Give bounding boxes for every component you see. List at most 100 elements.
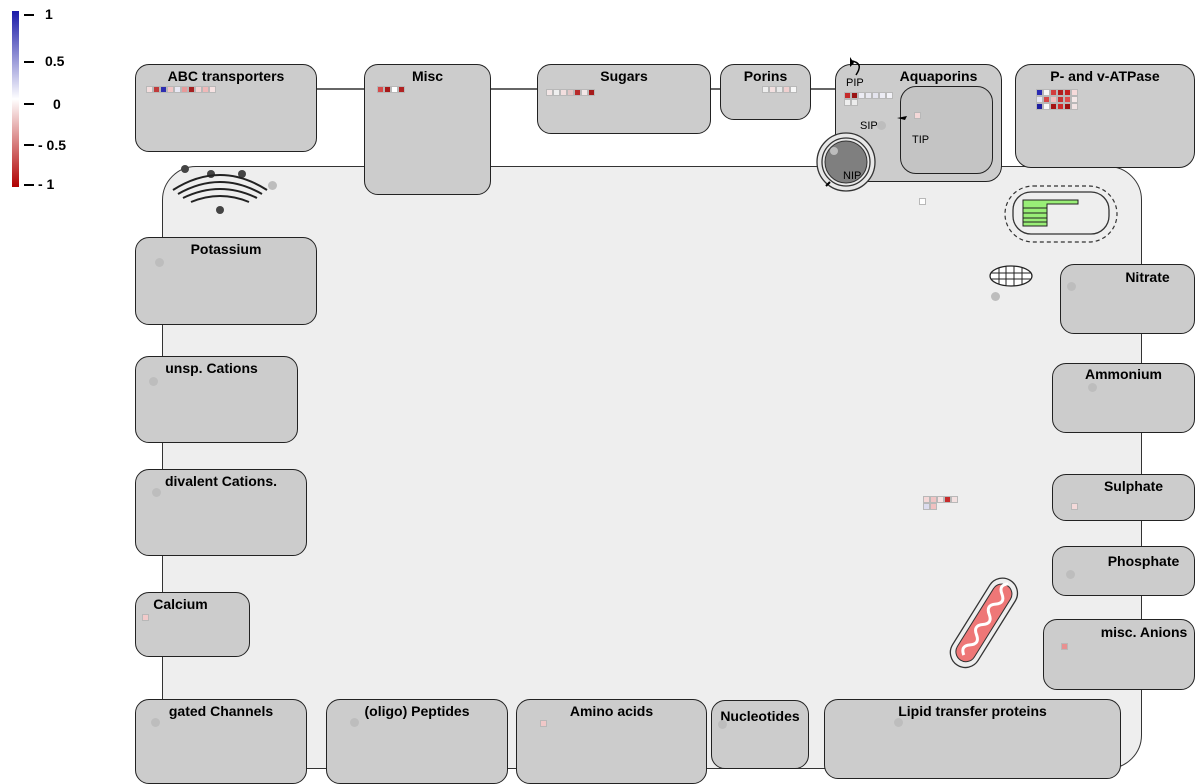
bin-sugars[interactable]: Sugars xyxy=(537,64,711,134)
tip-compartment[interactable] xyxy=(900,86,993,174)
heat-square[interactable] xyxy=(574,89,581,96)
heat-square[interactable] xyxy=(769,86,776,93)
heat-square[interactable] xyxy=(142,614,149,621)
heat-square[interactable] xyxy=(944,496,951,503)
heat-square[interactable] xyxy=(923,496,930,503)
heat-square[interactable] xyxy=(930,503,937,510)
bin-potassium[interactable]: Potassium xyxy=(135,237,317,325)
heat-square[interactable] xyxy=(560,89,567,96)
heat-square[interactable] xyxy=(851,92,858,99)
heat-square[interactable] xyxy=(1064,103,1071,110)
heat-square[interactable] xyxy=(1043,89,1050,96)
bin-p-and-v-atpase[interactable]: P- and v-ATPase xyxy=(1015,64,1195,168)
heat-square[interactable] xyxy=(1057,103,1064,110)
heat-square[interactable] xyxy=(1071,89,1078,96)
heat-square[interactable] xyxy=(188,86,195,93)
mitochondrion-icon[interactable] xyxy=(942,580,1032,680)
heat-square[interactable] xyxy=(844,99,851,106)
bin-lipid-transfer-proteins[interactable]: Lipid transfer proteins xyxy=(824,699,1121,779)
heat-square[interactable] xyxy=(886,92,893,99)
heat-square[interactable] xyxy=(1036,96,1043,103)
heat-square[interactable] xyxy=(951,496,958,503)
heat-square[interactable] xyxy=(776,86,783,93)
heat-square[interactable] xyxy=(1057,96,1064,103)
bin-abc-transporters[interactable]: ABC transporters xyxy=(135,64,317,152)
heat-square[interactable] xyxy=(202,86,209,93)
heat-square[interactable] xyxy=(844,92,851,99)
heat-square[interactable] xyxy=(1050,103,1057,110)
heat-square[interactable] xyxy=(1043,103,1050,110)
gray-dot xyxy=(1088,383,1097,392)
sip-dot xyxy=(877,121,886,130)
bin-title: gated Channels xyxy=(136,703,306,719)
bin-oligo-peptides[interactable]: (oligo) Peptides xyxy=(326,699,508,784)
bin-title: Lipid transfer proteins xyxy=(825,703,1120,719)
heat-square[interactable] xyxy=(1057,89,1064,96)
heat-square[interactable] xyxy=(762,86,769,93)
heat-square[interactable] xyxy=(581,89,588,96)
bin-misc-anions[interactable]: misc. Anions xyxy=(1043,619,1195,690)
heat-square[interactable] xyxy=(790,86,797,93)
heat-square[interactable] xyxy=(398,86,405,93)
heat-square[interactable] xyxy=(1050,96,1057,103)
heat-square[interactable] xyxy=(930,496,937,503)
heat-square[interactable] xyxy=(153,86,160,93)
heat-square[interactable] xyxy=(1064,89,1071,96)
bin-amino-acids[interactable]: Amino acids xyxy=(516,699,707,784)
bin-gated-channels[interactable]: gated Channels xyxy=(135,699,307,784)
gray-dot xyxy=(894,718,903,727)
bin-title: Nitrate xyxy=(1101,269,1194,285)
chloroplast-icon[interactable] xyxy=(1003,184,1123,244)
bin-nucleotides[interactable]: Nucleotides xyxy=(711,700,809,769)
heat-square[interactable] xyxy=(919,198,926,205)
bin-divalent-cations[interactable]: divalent Cations. xyxy=(135,469,307,556)
bin-sulphate[interactable]: Sulphate xyxy=(1052,474,1195,521)
heat-square[interactable] xyxy=(872,92,879,99)
aquaporin-arrow-icon xyxy=(842,53,882,93)
heat-square[interactable] xyxy=(1071,96,1078,103)
heat-square[interactable] xyxy=(851,99,858,106)
bin-calcium[interactable]: Calcium xyxy=(135,592,250,657)
heat-square[interactable] xyxy=(546,89,553,96)
heat-square[interactable] xyxy=(174,86,181,93)
bin-ammonium[interactable]: Ammonium xyxy=(1052,363,1195,433)
heat-square[interactable] xyxy=(195,86,202,93)
heat-square[interactable] xyxy=(783,86,790,93)
heat-square[interactable] xyxy=(567,89,574,96)
heat-square[interactable] xyxy=(1071,103,1078,110)
bin-unsp-cations[interactable]: unsp. Cations xyxy=(135,356,298,443)
heat-square[interactable] xyxy=(540,720,547,727)
peroxisome-icon[interactable] xyxy=(987,264,1037,294)
heat-square[interactable] xyxy=(1050,89,1057,96)
heat-square[interactable] xyxy=(391,86,398,93)
heat-square[interactable] xyxy=(384,86,391,93)
heat-square[interactable] xyxy=(146,86,153,93)
heat-square[interactable] xyxy=(1043,96,1050,103)
heat-square[interactable] xyxy=(1036,103,1043,110)
heat-square[interactable] xyxy=(377,86,384,93)
bin-title: Aquaporins xyxy=(876,68,1001,84)
bin-title: P- and v-ATPase xyxy=(1016,68,1194,84)
bin-title: Porins xyxy=(721,68,810,84)
heat-square[interactable] xyxy=(588,89,595,96)
heat-square[interactable] xyxy=(1071,503,1078,510)
heat-square[interactable] xyxy=(160,86,167,93)
bin-title: Misc xyxy=(365,68,490,84)
bin-misc[interactable]: Misc xyxy=(364,64,491,195)
heat-square[interactable] xyxy=(1036,89,1043,96)
heat-square[interactable] xyxy=(209,86,216,93)
heat-square[interactable] xyxy=(879,92,886,99)
heat-square[interactable] xyxy=(937,496,944,503)
gray-dot xyxy=(991,292,1000,301)
heat-square[interactable] xyxy=(167,86,174,93)
heat-square[interactable] xyxy=(1061,643,1068,650)
heat-square[interactable] xyxy=(923,503,930,510)
heat-square[interactable] xyxy=(858,92,865,99)
heat-square[interactable] xyxy=(914,112,921,119)
heat-square[interactable] xyxy=(553,89,560,96)
heat-square[interactable] xyxy=(865,92,872,99)
heat-square[interactable] xyxy=(181,86,188,93)
bin-nitrate[interactable]: Nitrate xyxy=(1060,264,1195,334)
heat-square[interactable] xyxy=(1064,96,1071,103)
